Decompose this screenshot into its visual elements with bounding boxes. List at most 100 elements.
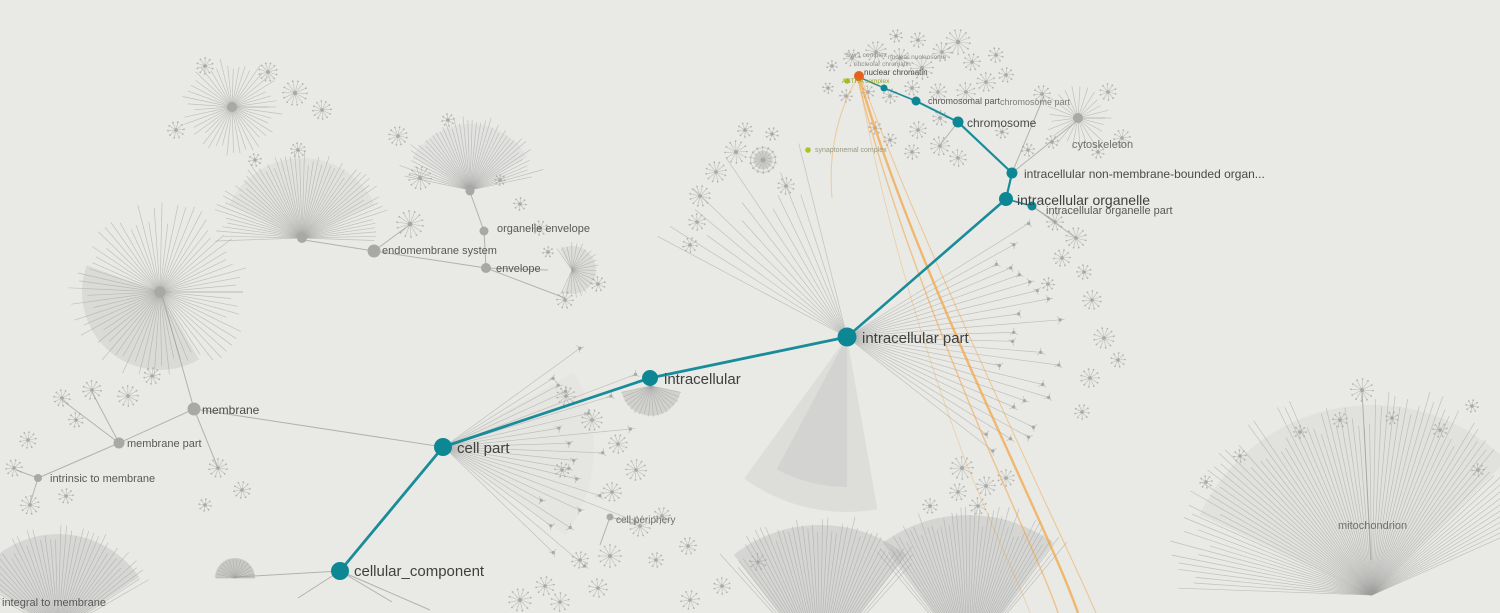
label-nuclear-chromatin[interactable]: nuclear chromatin xyxy=(864,68,928,77)
burst-cluster xyxy=(1053,249,1071,267)
burst-cluster xyxy=(58,488,74,504)
node-intracellular[interactable] xyxy=(642,370,658,386)
graph-node[interactable] xyxy=(34,474,42,482)
node-astra-complex[interactable] xyxy=(844,78,850,84)
fan-cluster xyxy=(214,151,388,242)
graph-edge xyxy=(469,191,485,232)
graph-edge xyxy=(37,442,120,479)
burst-cluster xyxy=(513,197,527,211)
graph-node[interactable] xyxy=(154,286,166,298)
orange-link xyxy=(858,79,1031,613)
graph-node[interactable] xyxy=(113,437,125,449)
burst-cluster xyxy=(826,60,838,72)
burst-cluster xyxy=(20,495,40,515)
graph-edge xyxy=(609,516,637,525)
burst-cluster xyxy=(312,100,332,120)
burst-cluster xyxy=(554,462,570,478)
burst-cluster xyxy=(1082,290,1102,310)
fan-cluster xyxy=(621,385,681,417)
graph-node[interactable] xyxy=(227,102,237,112)
graph-edge xyxy=(235,570,341,578)
label-nuclear-nucleosome: nuclear nucleosome xyxy=(888,54,947,61)
burst-cluster xyxy=(1093,327,1115,349)
graph-edge xyxy=(193,408,444,448)
fan-cluster xyxy=(719,516,913,613)
burst-cluster xyxy=(629,515,651,537)
label-chromosome[interactable]: chromosome xyxy=(967,116,1037,130)
burst-cluster xyxy=(508,588,532,612)
node-intracellular-organelle[interactable] xyxy=(999,192,1013,206)
burst-cluster xyxy=(608,434,628,454)
burst-cluster xyxy=(542,246,554,258)
burst-cluster xyxy=(1113,129,1131,147)
burst-cluster xyxy=(995,125,1009,139)
fan-cluster xyxy=(1047,86,1112,149)
burst-cluster xyxy=(408,166,432,190)
label-intracellular[interactable]: intracellular xyxy=(664,371,741,388)
selected-edge xyxy=(860,77,885,89)
node-non-membrane-bounded-organelle[interactable] xyxy=(1006,167,1018,179)
node-chromosome[interactable] xyxy=(952,116,964,128)
burst-cluster xyxy=(1385,411,1399,425)
graph-node[interactable] xyxy=(1073,113,1083,123)
orange-link xyxy=(861,79,1097,613)
graph-node[interactable] xyxy=(465,186,475,196)
node-cell-part[interactable] xyxy=(434,438,452,456)
graph-node[interactable] xyxy=(481,263,491,273)
selected-edge xyxy=(649,335,848,380)
burst-cluster xyxy=(777,177,795,195)
graph-edge xyxy=(193,408,219,469)
node-intracellular-part[interactable] xyxy=(837,327,857,347)
graph-node[interactable] xyxy=(606,513,614,521)
label-intracellular-non-membrane-bounded[interactable]: intracellular non-membrane-bounded organ… xyxy=(1024,167,1265,181)
label-membrane: membrane xyxy=(202,403,260,417)
node-synaptonemal-complex[interactable] xyxy=(805,147,811,153)
burst-cluster xyxy=(1074,404,1090,420)
density-wedge xyxy=(882,515,1054,613)
burst-cluster xyxy=(930,136,950,156)
burst-cluster xyxy=(998,67,1014,83)
node-chromatin-junction[interactable] xyxy=(880,84,888,92)
burst-cluster xyxy=(689,185,711,207)
label-chromosomal-part[interactable]: chromosomal part xyxy=(928,96,1001,106)
burst-cluster xyxy=(556,386,576,406)
graph-node[interactable] xyxy=(479,226,489,236)
burst-cluster xyxy=(765,127,779,141)
burst-cluster xyxy=(749,146,777,174)
node-chromosomal-part[interactable] xyxy=(911,96,921,106)
density-wedge xyxy=(776,337,847,487)
burst-cluster xyxy=(581,409,603,431)
label-intracellular-part[interactable]: intracellular part xyxy=(862,330,970,347)
burst-cluster xyxy=(1076,264,1092,280)
label-cell-part[interactable]: cell part xyxy=(457,440,510,457)
node-cellular-component[interactable] xyxy=(331,562,349,580)
burst-cluster xyxy=(19,431,37,449)
graph-edge xyxy=(161,294,195,410)
burst-cluster xyxy=(749,553,767,571)
label-integral-to-membrane: integral to membrane xyxy=(2,597,106,609)
burst-cluster xyxy=(963,53,981,71)
graph-node[interactable] xyxy=(367,244,381,258)
graph-edge xyxy=(339,570,431,611)
burst-cluster xyxy=(904,80,920,96)
selected-edge xyxy=(338,446,445,572)
graph-node[interactable] xyxy=(297,233,307,243)
burst-cluster xyxy=(904,144,920,160)
selected-edge xyxy=(957,121,1013,174)
burst-cluster xyxy=(976,72,996,92)
node-labels: cellular_component cell part intracellular… xyxy=(2,52,1407,609)
label-intracellular-organelle[interactable]: intracellular organelle xyxy=(1017,192,1150,208)
burst-cluster xyxy=(1233,449,1247,463)
graph-node[interactable] xyxy=(187,402,201,416)
fan-cluster xyxy=(657,143,848,338)
burst-cluster xyxy=(839,89,853,103)
label-nucleolar-chromatin: nucleolar chromatin xyxy=(854,61,911,68)
node-nuclear-chromatin[interactable] xyxy=(854,71,864,81)
label-cellular-component[interactable]: cellular_component xyxy=(354,563,485,580)
burst-cluster xyxy=(1041,277,1055,291)
label-intracellular-organelle-part[interactable]: intracellular organelle part xyxy=(1046,205,1173,217)
burst-cluster xyxy=(950,456,974,480)
node-intracellular-organelle-part[interactable] xyxy=(1027,201,1037,211)
